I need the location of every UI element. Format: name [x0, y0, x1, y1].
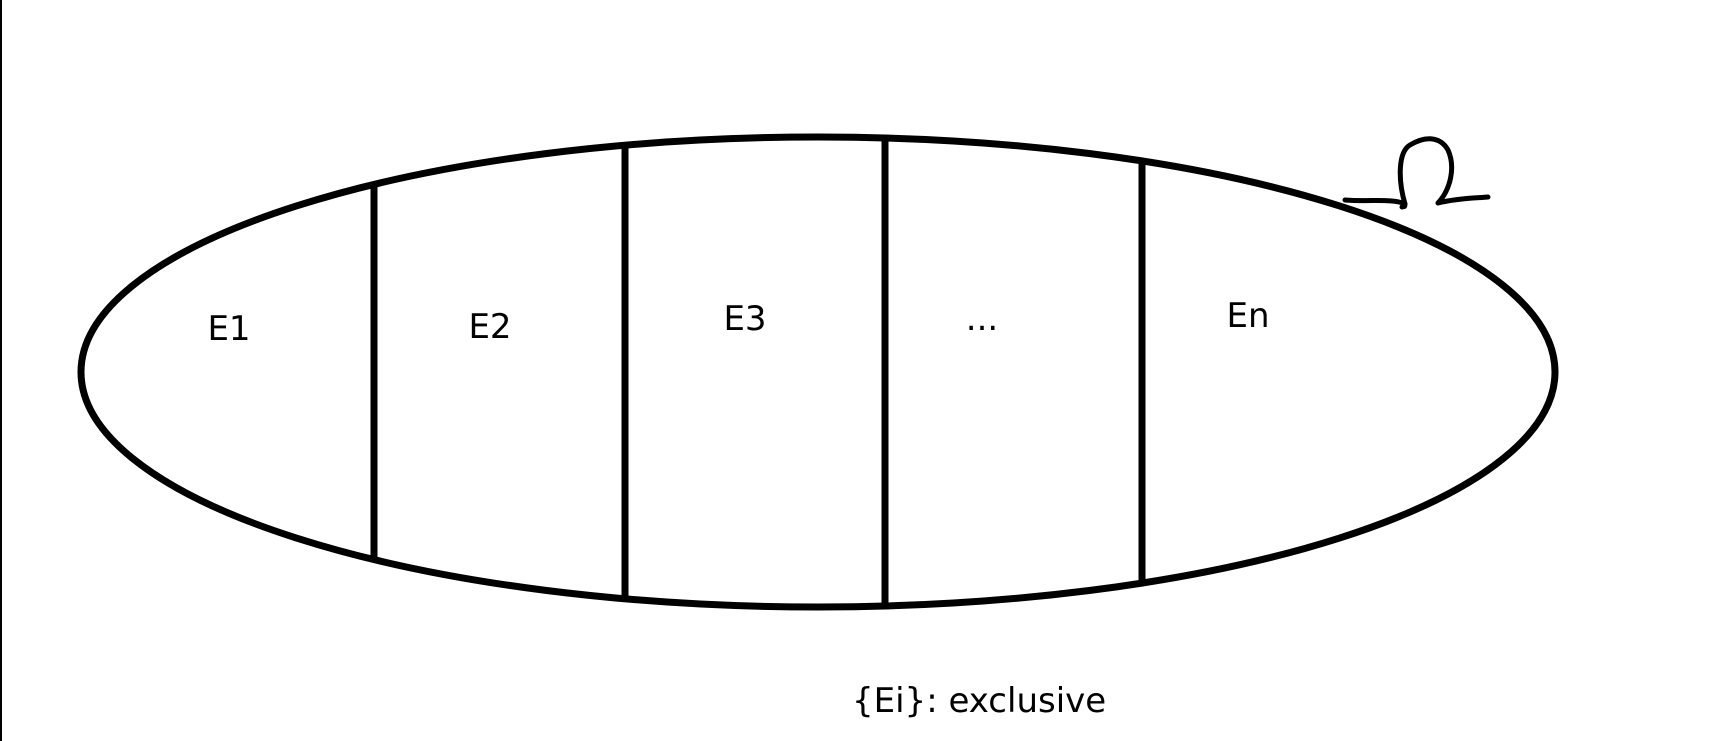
region-label-e1: E1	[207, 309, 250, 349]
left-border-line	[0, 0, 2, 741]
sample-space-ellipse	[77, 133, 1559, 611]
region-label-ellipsis: ...	[966, 299, 998, 339]
region-label-e2: E2	[468, 307, 511, 347]
exclusive-caption: {Ei}: exclusive	[852, 681, 1106, 721]
omega-symbol: Ω	[1342, 136, 1491, 210]
region-label-en: En	[1226, 296, 1269, 336]
region-label-e3: E3	[723, 299, 766, 339]
